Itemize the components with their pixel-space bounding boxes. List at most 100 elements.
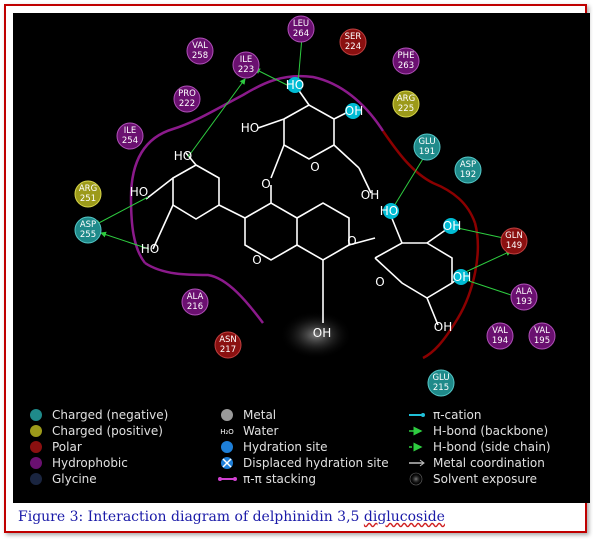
legend-label: Solvent exposure: [433, 472, 537, 486]
svg-text:LEU: LEU: [293, 19, 309, 29]
svg-text:217: 217: [220, 345, 236, 355]
legend-swatch-hydrophobic: [30, 457, 42, 469]
svg-text:255: 255: [80, 230, 96, 240]
atom-label: OH: [434, 320, 452, 334]
ligand-atoms: HO OH HO O OH O HO HO HO O O O OH HO OH …: [130, 77, 471, 340]
svg-text:251: 251: [80, 194, 96, 204]
svg-text:ALA: ALA: [187, 292, 204, 302]
solvent-exposure-glow: [280, 311, 352, 359]
interaction-diagram: HO OH HO O OH O HO HO HO O O O OH HO OH …: [13, 13, 590, 503]
svg-text:ARG: ARG: [397, 94, 415, 104]
atom-circle: [443, 218, 459, 234]
displaced-hydration-icon: [221, 457, 233, 469]
svg-text:VAL: VAL: [192, 41, 208, 51]
svg-text:149: 149: [506, 241, 522, 251]
svg-text:GLN: GLN: [505, 231, 523, 241]
svg-text:ARG: ARG: [79, 184, 97, 194]
ligand-bonds: [145, 84, 462, 326]
svg-text:215: 215: [433, 383, 449, 393]
legend-swatch-polar: [30, 441, 42, 453]
svg-text:195: 195: [534, 336, 550, 346]
svg-text:GLU: GLU: [418, 137, 435, 147]
atom-label: HO: [241, 121, 259, 135]
svg-text:216: 216: [187, 302, 203, 312]
atom-circle: [345, 103, 361, 119]
atom-label: HO: [141, 242, 159, 256]
legend-label: π-π stacking: [243, 472, 316, 486]
legend-label: π-cation: [433, 408, 482, 422]
atom-label: OH: [453, 270, 471, 284]
atom-label: OH: [443, 219, 461, 233]
caption-prefix: Figure 3: Interaction diagram of delphin…: [18, 509, 364, 525]
svg-text:254: 254: [122, 136, 138, 146]
svg-text:264: 264: [293, 29, 309, 39]
svg-text:ASP: ASP: [460, 160, 476, 170]
figure-caption: Figure 3: Interaction diagram of delphin…: [18, 509, 445, 525]
legend-label: Metal coordination: [433, 456, 545, 470]
svg-text:ASP: ASP: [80, 220, 96, 230]
water-icon: H₂O: [220, 428, 234, 436]
legend-label: Hydration site: [243, 440, 328, 454]
legend-label: Polar: [52, 440, 82, 454]
svg-text:VAL: VAL: [492, 326, 508, 336]
svg-text:VAL: VAL: [534, 326, 550, 336]
atom-label: OH: [361, 188, 379, 202]
legend-label: Charged (positive): [52, 424, 163, 438]
legend-label: H-bond (backbone): [433, 424, 548, 438]
legend-swatch-metal: [221, 409, 233, 421]
atom-label: OH: [345, 104, 363, 118]
atom-label: O: [347, 234, 356, 248]
pocket-outline: [129, 74, 480, 360]
svg-text:PHE: PHE: [398, 51, 415, 61]
legend-label: Water: [243, 424, 279, 438]
legend-label: Displaced hydration site: [243, 456, 389, 470]
atom-circle: [383, 203, 399, 219]
legend-label: Charged (negative): [52, 408, 168, 422]
pi-pi-stacking-icon: [218, 477, 237, 481]
figure-frame: HO OH HO O OH O HO HO HO O O O OH HO OH …: [4, 4, 590, 533]
svg-text:ASN: ASN: [219, 335, 237, 345]
caption-underlined: diglucoside: [363, 509, 445, 525]
atom-label: HO: [380, 204, 398, 218]
svg-text:225: 225: [398, 104, 414, 114]
svg-text:GLU: GLU: [432, 373, 449, 383]
atom-label: O: [261, 177, 270, 191]
svg-text:194: 194: [492, 336, 508, 346]
svg-text:ALA: ALA: [516, 287, 533, 297]
svg-text:ILE: ILE: [124, 126, 137, 136]
atom-label: HO: [286, 78, 304, 92]
legend-label: H-bond (side chain): [433, 440, 551, 454]
legend-label: Hydrophobic: [52, 456, 128, 470]
atom-circle: [287, 77, 303, 93]
atom-circle: [453, 269, 469, 285]
atom-label: O: [310, 160, 319, 174]
svg-text:PRO: PRO: [178, 89, 196, 99]
svg-text:258: 258: [192, 51, 208, 61]
atom-label: O: [375, 275, 384, 289]
legend-swatch-hydration-site: [221, 441, 233, 453]
legend-swatch-charged-negative: [30, 409, 42, 421]
svg-text:223: 223: [238, 65, 254, 75]
svg-text:192: 192: [460, 170, 476, 180]
atom-label: HO: [130, 185, 148, 199]
svg-text:191: 191: [419, 147, 435, 157]
legend-swatch-glycine: [30, 473, 42, 485]
